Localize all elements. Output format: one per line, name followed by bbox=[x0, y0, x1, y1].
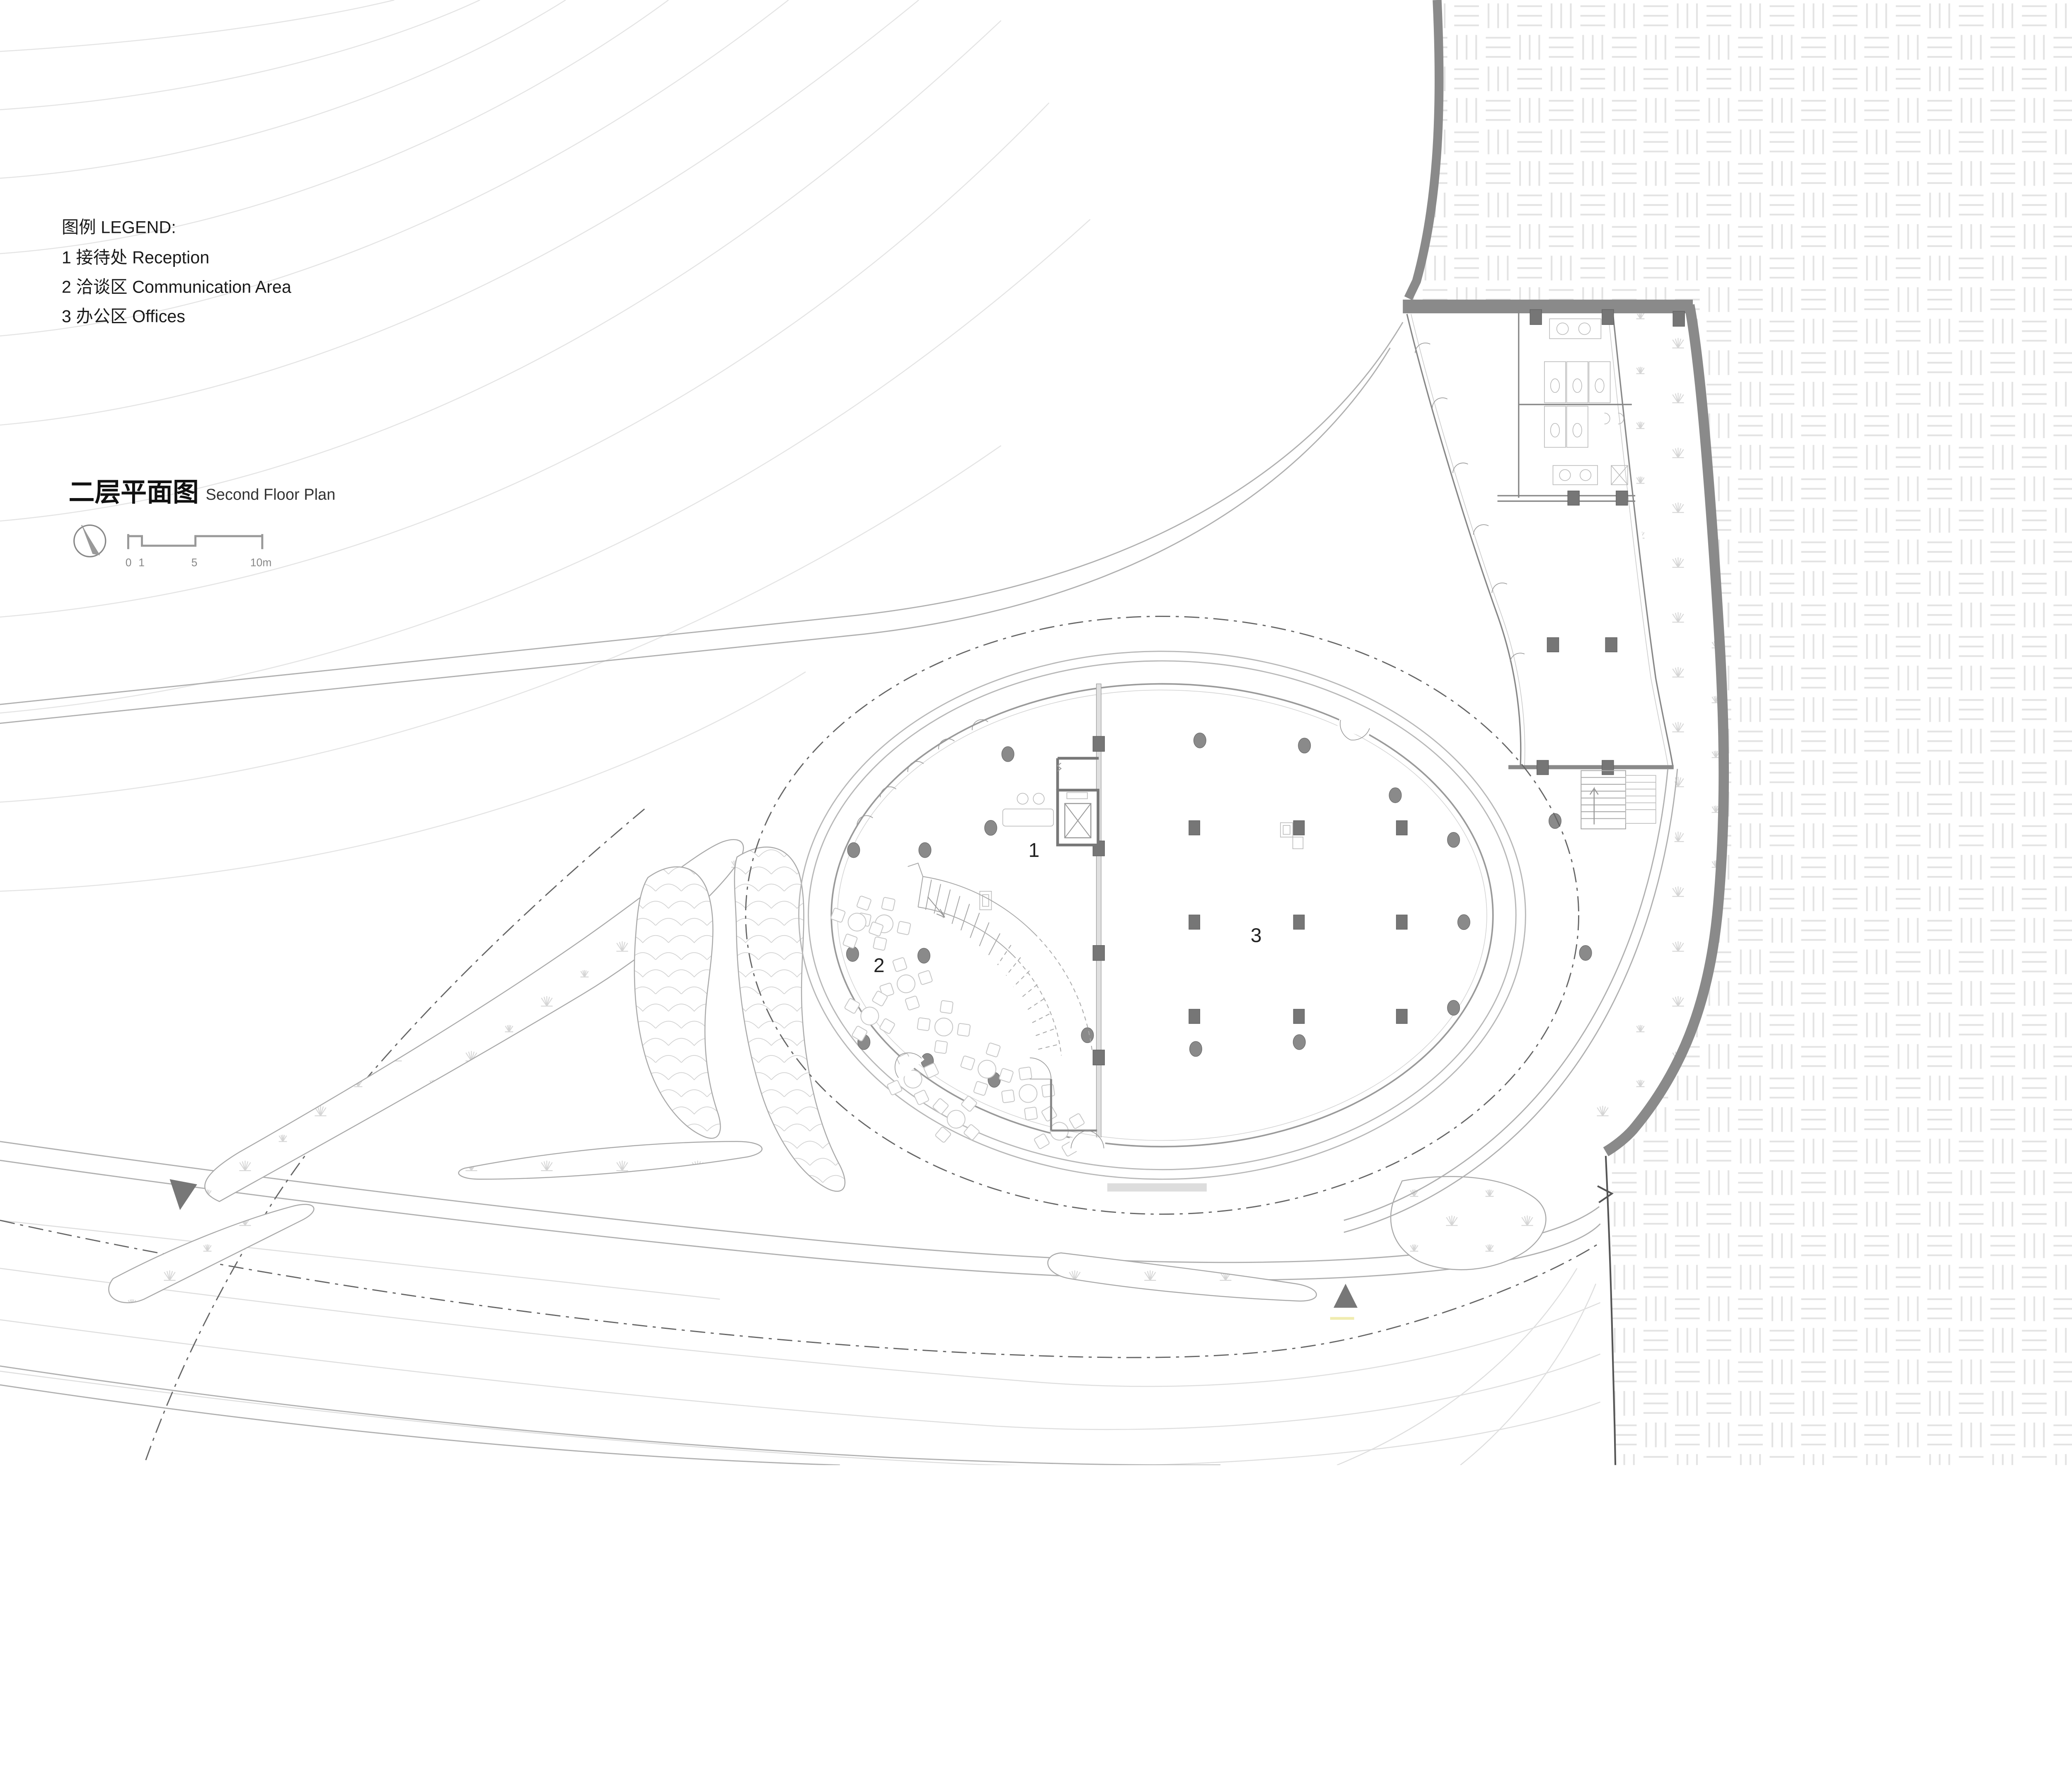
road-centerline bbox=[0, 808, 1601, 1465]
entrance-arrow-up-icon bbox=[1334, 1284, 1358, 1308]
toilet-fixtures bbox=[1544, 318, 1628, 485]
wing-building bbox=[1403, 300, 1693, 961]
floor-plan-page: 图例 LEGEND: 1 接待处 Reception 2 洽谈区 Communi… bbox=[0, 0, 2072, 1465]
bottom-room bbox=[1030, 1057, 1097, 1132]
contour-lines-topleft bbox=[0, 0, 1091, 892]
grass-band bbox=[108, 839, 1547, 1304]
area-label-communication: 2 bbox=[874, 955, 885, 977]
scale-tick-5: 5 bbox=[191, 556, 198, 569]
terrace-column bbox=[1579, 945, 1592, 961]
accent-marker bbox=[1330, 1317, 1354, 1320]
area-label-reception: 1 bbox=[1029, 840, 1040, 861]
scale-bar: 0 1 5 10m bbox=[126, 534, 272, 569]
facade-scallops bbox=[1415, 342, 1525, 662]
wing-columns bbox=[1530, 309, 1685, 775]
curved-stair bbox=[908, 862, 1093, 1056]
terrace-path bbox=[1343, 769, 1678, 1233]
main-hall-interior bbox=[823, 683, 1470, 1167]
floor-plan-canvas: 图例 LEGEND: 1 接待处 Reception 2 洽谈区 Communi… bbox=[0, 0, 2072, 1465]
wing-top-wall bbox=[1403, 300, 1693, 314]
site-boundary-wall bbox=[1404, 0, 1729, 1156]
facade-doors bbox=[891, 717, 1372, 1151]
legend-item-reception: 1 接待处 Reception bbox=[62, 248, 209, 267]
ring-path bbox=[798, 651, 1526, 1180]
upper-floor-outline bbox=[745, 615, 1580, 1215]
site-boundary-thin bbox=[1597, 1156, 1617, 1465]
area-label-offices: 3 bbox=[1251, 924, 1262, 946]
scale-tick-1: 1 bbox=[138, 556, 145, 569]
legend-item-offices: 3 办公区 Offices bbox=[62, 307, 185, 326]
glass-facade bbox=[830, 683, 1494, 1148]
scale-tick-10: 10m bbox=[250, 556, 272, 569]
page-title-en: Second Floor Plan bbox=[206, 486, 335, 503]
road-upper bbox=[0, 322, 1404, 724]
wing-stair bbox=[1581, 770, 1656, 830]
office-columns bbox=[1188, 820, 1408, 1024]
title-block: 二层平面图 Second Floor Plan 0 1 5 10m bbox=[68, 478, 335, 569]
divider-wall bbox=[1096, 683, 1101, 1144]
water-feature bbox=[634, 847, 846, 1192]
grass-strip-east bbox=[1563, 310, 1723, 1128]
legend-title: 图例 LEGEND: bbox=[62, 218, 176, 237]
legend: 图例 LEGEND: 1 接待处 Reception 2 洽谈区 Communi… bbox=[62, 218, 291, 326]
legend-item-communication: 2 洽谈区 Communication Area bbox=[62, 277, 291, 296]
main-hall-floor bbox=[831, 684, 1493, 1147]
scale-tick-0: 0 bbox=[126, 556, 132, 569]
paving-basketweave bbox=[1407, 0, 2072, 1465]
entrance-mat bbox=[1107, 1183, 1207, 1192]
reception-desk bbox=[1002, 793, 1054, 827]
entrance-arrow-down-icon bbox=[169, 1179, 197, 1210]
curtain-scallops bbox=[857, 719, 988, 826]
elevator-core bbox=[1056, 757, 1100, 847]
terrace-column bbox=[1548, 813, 1561, 829]
north-arrow-icon bbox=[73, 524, 107, 558]
page-title-zh: 二层平面图 bbox=[68, 478, 198, 507]
